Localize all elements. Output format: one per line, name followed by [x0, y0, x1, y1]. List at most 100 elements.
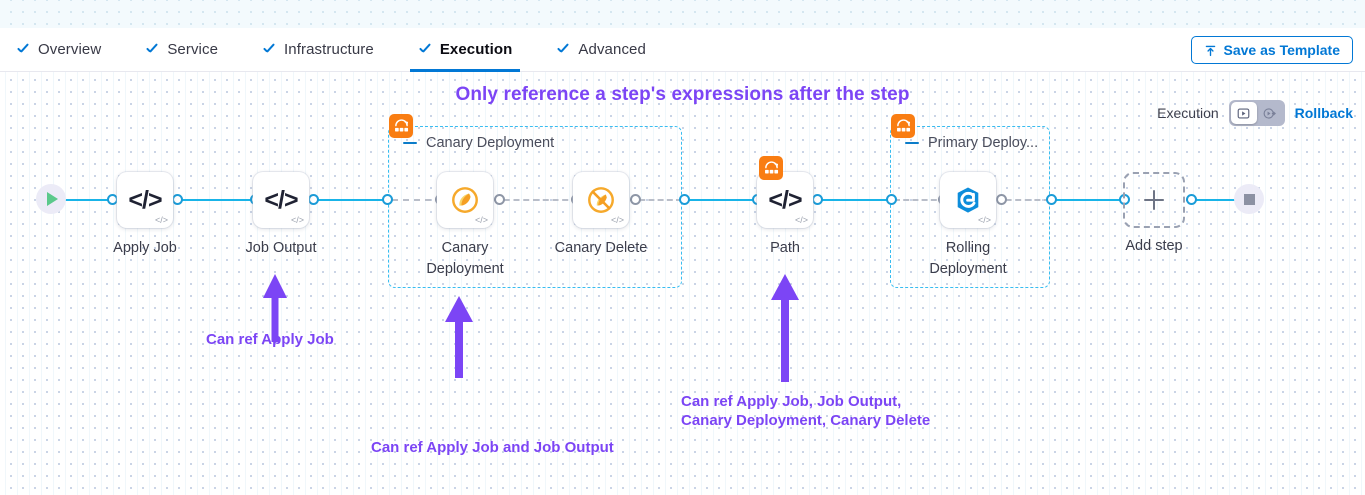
check-icon: [262, 43, 276, 57]
step-group-icon: [896, 118, 910, 132]
stage-tab-bar: Overview Service Infrastructure Executio…: [0, 28, 1365, 72]
step-node-canary-delete[interactable]: </>: [573, 172, 629, 228]
arrow-apply-job: [263, 274, 287, 342]
connector-dot[interactable]: [308, 194, 319, 205]
edge-canary-deployment-to-canary-delete: [494, 199, 578, 201]
save-as-template-label: Save as Template: [1223, 42, 1340, 58]
connector-dot[interactable]: [494, 194, 505, 205]
code-icon: </>: [264, 185, 298, 214]
tab-label: Overview: [38, 41, 102, 58]
step-type-badge: </>: [977, 215, 991, 225]
connector-dot[interactable]: [886, 194, 897, 205]
start-node[interactable]: [36, 184, 66, 214]
tab-label: Infrastructure: [284, 41, 374, 58]
group-label: Canary Deployment: [426, 135, 555, 151]
edge-job-output-to-group: [308, 199, 394, 201]
step-label-canary-delete: Canary Delete: [554, 240, 648, 256]
edge-path-to-primary-group: [812, 199, 894, 201]
tab-label: Advanced: [578, 41, 646, 58]
step-label-text: Rolling Deployment: [929, 240, 1007, 277]
annotation-apply-job: Can ref Apply Job: [206, 331, 334, 348]
edge-start-to-apply-job: [62, 199, 122, 201]
collapse-icon[interactable]: [905, 141, 919, 145]
step-group-icon: [764, 160, 778, 174]
code-icon: </>: [128, 185, 162, 214]
step-node-path[interactable]: </> </>: [757, 172, 813, 228]
step-type-badge: </>: [610, 215, 624, 225]
group-badge-canary-deployment: [389, 114, 413, 138]
connector-dot[interactable]: [630, 194, 641, 205]
connector-dot[interactable]: [679, 194, 690, 205]
play-icon: [47, 192, 58, 206]
execution-view-toggle-button[interactable]: [1230, 102, 1257, 124]
annotation-canary-deployment: Can ref Apply Job and Job Output: [371, 439, 614, 456]
group-label: Primary Deploy...: [928, 135, 1039, 151]
collapse-icon[interactable]: [403, 141, 417, 145]
step-type-badge: </>: [154, 215, 168, 225]
edge-rolling-to-group2-out: [996, 199, 1050, 201]
pipeline-canvas[interactable]: Only reference a step's expressions afte…: [0, 72, 1365, 495]
group-title-canary-deployment: Canary Deployment: [403, 135, 554, 151]
edge-group2-in-to-rolling: [894, 199, 946, 201]
step-node-job-output[interactable]: </> </>: [253, 172, 309, 228]
step-label-path: Path: [770, 240, 800, 256]
rollback-view-toggle-button[interactable]: [1257, 102, 1283, 124]
check-icon: [16, 43, 30, 57]
step-node-apply-job[interactable]: </> </>: [117, 172, 173, 228]
edge-add-step-to-end: [1186, 199, 1242, 201]
step-group-icon: [394, 118, 408, 132]
execution-view-icon: [1237, 107, 1250, 119]
step-label-rolling-deployment: Rolling Deployment: [893, 238, 1043, 280]
tab-service[interactable]: Service: [145, 28, 218, 72]
step-type-badge: </>: [474, 215, 488, 225]
execution-label: Execution: [1157, 105, 1219, 121]
tab-overview[interactable]: Overview: [16, 28, 101, 72]
connector-dot[interactable]: [172, 194, 183, 205]
connector-dot[interactable]: [1046, 194, 1057, 205]
connector-dot[interactable]: [382, 194, 393, 205]
rollback-link[interactable]: Rollback: [1294, 105, 1353, 121]
group-badge-primary-deployment: [891, 114, 915, 138]
tab-advanced[interactable]: Advanced: [556, 28, 646, 72]
tab-execution[interactable]: Execution: [409, 28, 520, 72]
check-icon: [145, 43, 159, 57]
pipeline-graph: Canary Deployment Primary Deploy...: [0, 72, 1365, 495]
step-node-rolling-deployment[interactable]: </>: [940, 172, 996, 228]
step-label-text: Canary Deployment: [426, 240, 504, 277]
tab-label: Execution: [439, 41, 513, 58]
step-label-canary-deployment: Canary Deployment: [390, 238, 540, 280]
connector-dot[interactable]: [812, 194, 823, 205]
step-node-canary-deployment[interactable]: </>: [437, 172, 493, 228]
end-node[interactable]: [1234, 184, 1264, 214]
edge-apply-job-to-job-output: [172, 199, 260, 201]
check-icon: [418, 43, 432, 57]
annotation-path: Can ref Apply Job, Job Output, Canary De…: [681, 393, 931, 429]
group-primary-deployment[interactable]: Primary Deploy...: [890, 126, 1050, 288]
stop-icon: [1243, 193, 1255, 205]
headline-annotation: Only reference a step's expressions afte…: [455, 84, 910, 105]
step-label-job-output: Job Output: [245, 240, 317, 256]
edge-canary-delete-to-group-out: [630, 199, 682, 201]
tab-infrastructure[interactable]: Infrastructure: [262, 28, 374, 72]
code-icon: </>: [768, 185, 802, 214]
step-badge-path: [759, 156, 783, 180]
canvas-top-strip: [0, 0, 1365, 28]
step-type-badge: </>: [290, 215, 304, 225]
group-canary-deployment[interactable]: Canary Deployment: [388, 126, 682, 288]
edge-group2-to-add-step: [1050, 199, 1124, 201]
canary-icon: [452, 187, 478, 213]
execution-rollback-toggle[interactable]: [1228, 100, 1285, 126]
add-step-label: Add step: [1125, 238, 1183, 254]
connector-dot[interactable]: [1186, 194, 1197, 205]
rollback-view-icon: [1263, 107, 1276, 119]
plus-icon: [1144, 190, 1164, 210]
edge-group-to-path: [682, 199, 760, 201]
add-step-button[interactable]: [1123, 172, 1185, 228]
save-as-template-button[interactable]: Save as Template: [1190, 36, 1353, 64]
step-label-apply-job: Apply Job: [113, 240, 177, 256]
execution-rollback-control: Execution Rollback: [1157, 100, 1353, 126]
canary-delete-icon: [588, 187, 614, 213]
check-icon: [556, 43, 570, 57]
connector-dot[interactable]: [996, 194, 1007, 205]
arrow-canary-deployment: [445, 296, 473, 378]
